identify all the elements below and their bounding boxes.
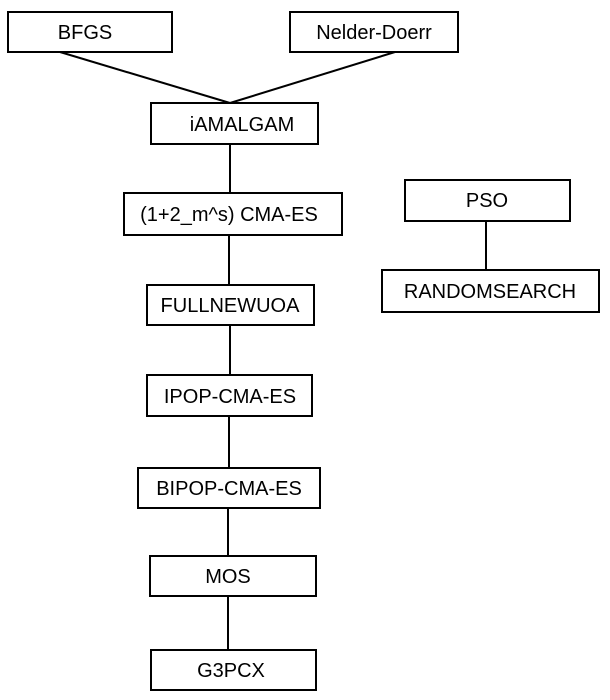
node-mos: MOS: [149, 555, 317, 597]
node-label: PSO: [466, 190, 508, 212]
node-cma-es-1-2: (1+2_m^s) CMA-ES: [123, 192, 343, 236]
node-ipop-cma-es: IPOP-CMA-ES: [146, 374, 313, 417]
node-pso: PSO: [404, 179, 571, 222]
edge-bfgs-iamalgam: [59, 51, 231, 104]
node-label: BFGS: [58, 22, 112, 44]
node-fullnewuoa: FULLNEWUOA: [146, 284, 315, 326]
node-randomsearch: RANDOMSEARCH: [381, 269, 600, 313]
node-iamalgam: iAMALGAM: [150, 102, 319, 145]
node-label: iAMALGAM: [190, 114, 294, 136]
node-g3pcx: G3PCX: [150, 649, 317, 691]
node-label: Nelder-Doerr: [316, 22, 432, 44]
edges: [59, 51, 487, 650]
edge-nelder-doerr-iamalgam: [229, 51, 396, 104]
node-bfgs: BFGS: [7, 11, 173, 53]
node-label: FULLNEWUOA: [161, 295, 301, 317]
node-label: MOS: [205, 566, 251, 588]
node-label: (1+2_m^s) CMA-ES: [140, 204, 318, 226]
node-label: BIPOP-CMA-ES: [156, 478, 302, 500]
node-label: RANDOMSEARCH: [404, 281, 576, 303]
node-nelder-doerr: Nelder-Doerr: [289, 11, 459, 53]
node-label: IPOP-CMA-ES: [164, 386, 296, 408]
node-label: G3PCX: [197, 660, 265, 682]
node-bipop-cma-es: BIPOP-CMA-ES: [137, 467, 321, 509]
